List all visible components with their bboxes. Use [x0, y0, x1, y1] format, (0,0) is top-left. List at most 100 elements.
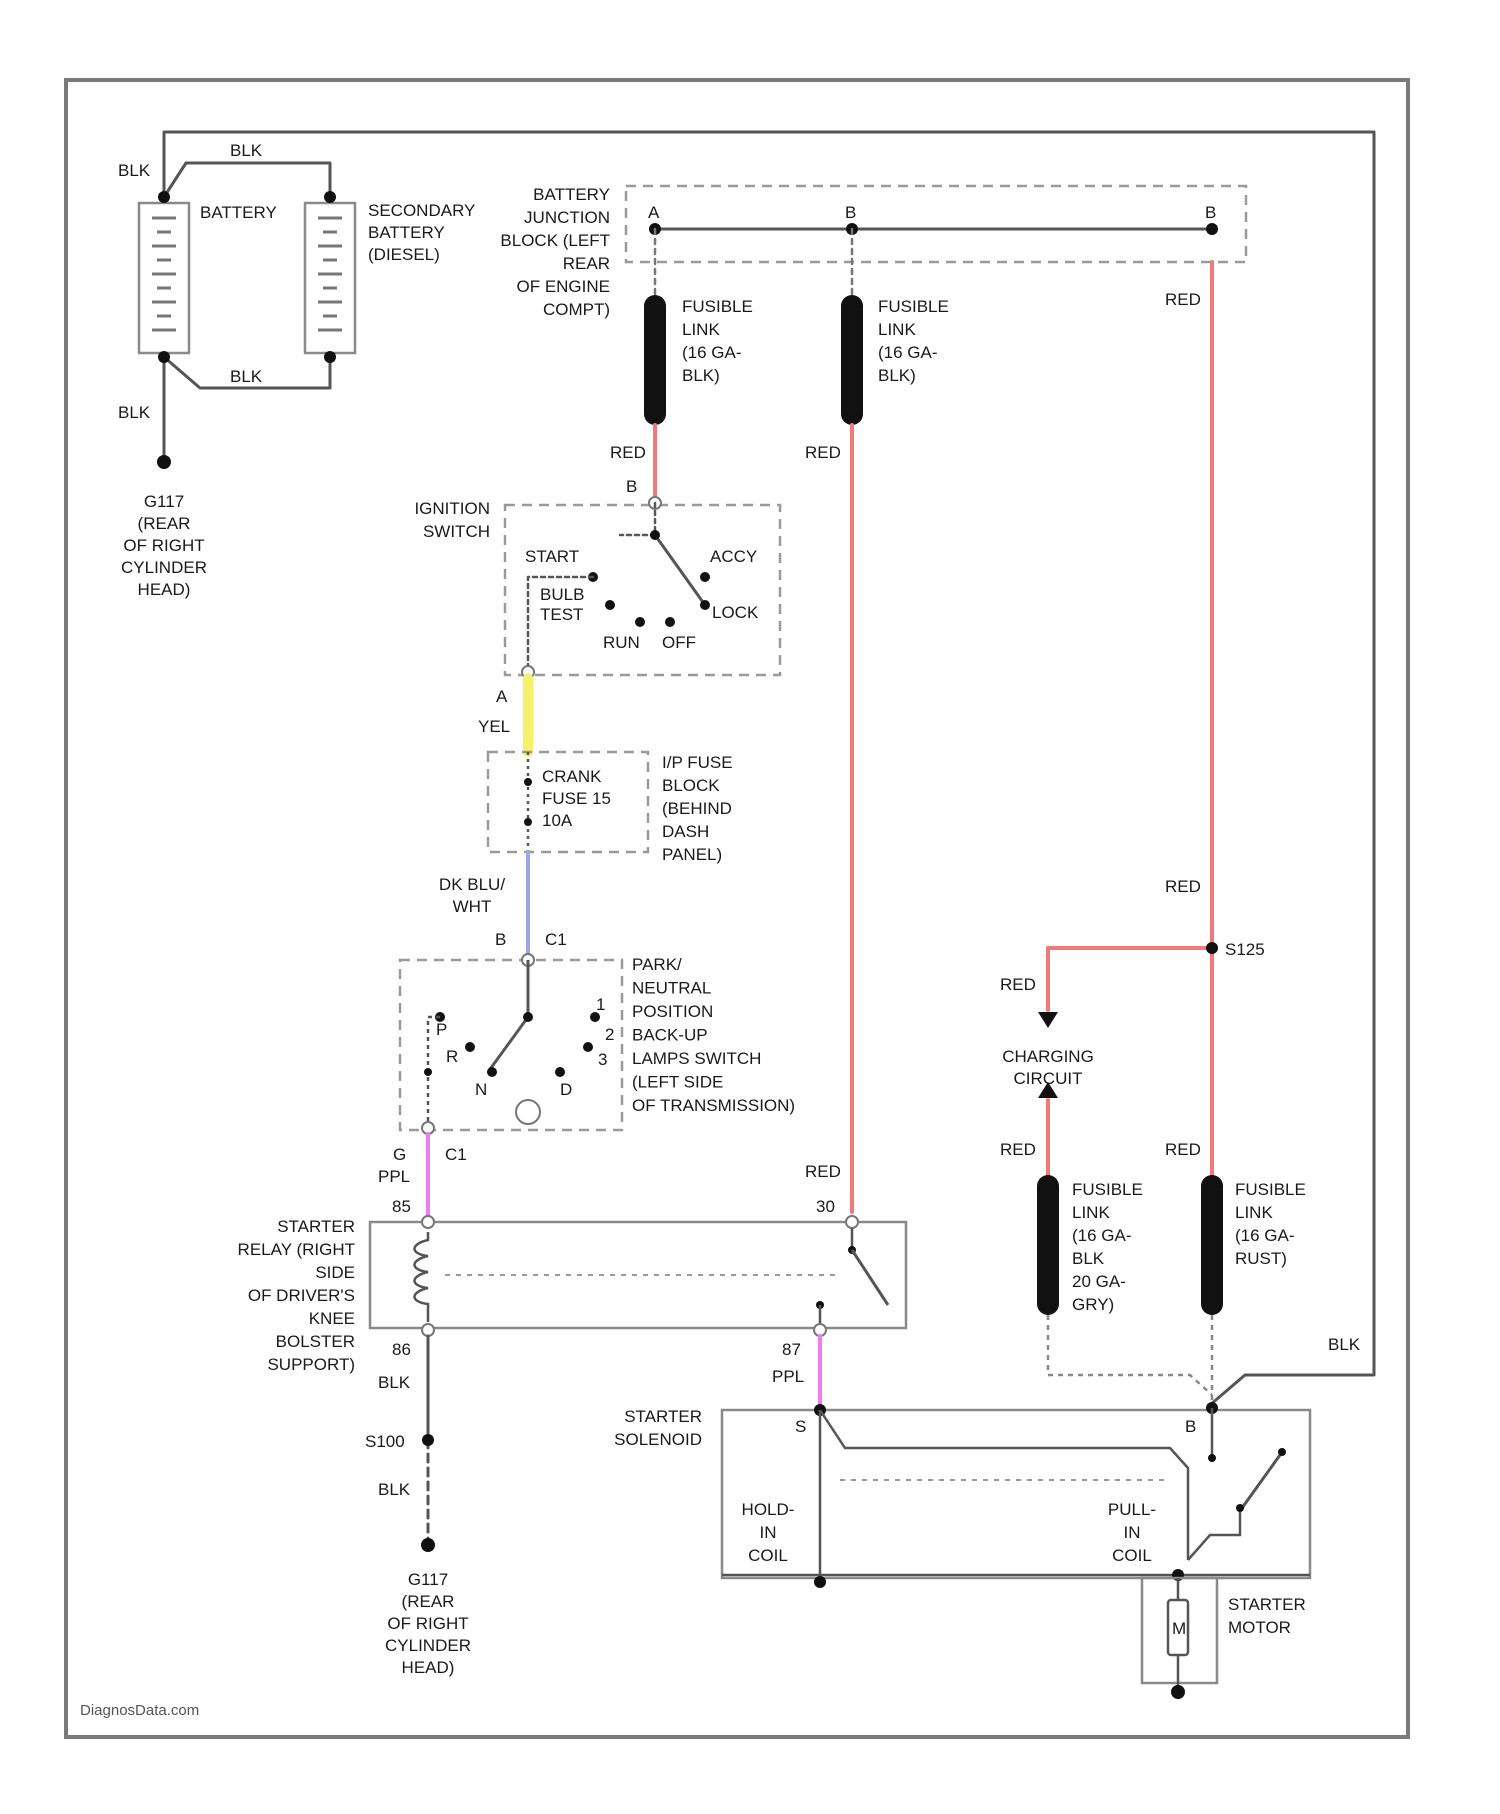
fusible-link-1 — [644, 295, 666, 425]
ppl-label-2: PPL — [772, 1367, 804, 1386]
pnp-1: 1 — [596, 995, 605, 1014]
sol-pin-b: B — [1185, 1417, 1196, 1436]
diagram-frame — [66, 80, 1408, 1737]
dk-blu-wht-label-line: DK BLU/ — [439, 875, 505, 894]
pnp-c1-top: C1 — [545, 930, 567, 949]
pull-in-coil-label-line: PULL- — [1108, 1500, 1156, 1519]
ground-g117-bot-label-line: G117 — [408, 1570, 448, 1589]
jb-pin-b: B — [845, 203, 856, 222]
battery-top-wire — [164, 132, 1374, 1405]
ign-off: OFF — [662, 633, 696, 652]
blk-s100-label: BLK — [378, 1480, 411, 1499]
ip-fuse-block-label-line: (BEHIND — [662, 799, 732, 818]
relay-coil — [415, 1232, 429, 1322]
motor-m: M — [1172, 1619, 1186, 1638]
fusible-link-3-label-line: FUSIBLE — [1072, 1180, 1143, 1199]
red-label-4: RED — [1165, 877, 1201, 896]
pull-in-coil-label-line: IN — [1124, 1523, 1141, 1542]
secondary-battery-label-line: BATTERY — [368, 223, 445, 242]
fusible-link-3-label-line: 20 GA- — [1072, 1272, 1126, 1291]
fusible-link-1-label-line: BLK) — [682, 366, 720, 385]
ground-g117-top-label-line: OF RIGHT — [123, 536, 204, 555]
starter-relay-label-line: KNEE — [309, 1309, 355, 1328]
ign-bulb-test-line: TEST — [540, 605, 583, 624]
starter-relay-label-line: STARTER — [277, 1217, 355, 1236]
red-label-2: RED — [805, 443, 841, 462]
red-label-3: RED — [1165, 290, 1201, 309]
ign-lock: LOCK — [712, 603, 759, 622]
jb-pin-a: A — [648, 203, 660, 222]
fusible-link-4-label-line: FUSIBLE — [1235, 1180, 1306, 1199]
fusible-link-3-label-line: GRY) — [1072, 1295, 1114, 1314]
fusible-link-2 — [841, 295, 863, 425]
ip-fuse-block-label-line: PANEL) — [662, 845, 722, 864]
pnp-switch-label-line: NEUTRAL — [632, 979, 711, 998]
pnp-pin-g: G — [393, 1145, 406, 1164]
ignition-switch-label-line: IGNITION — [414, 499, 490, 518]
s100-splice — [422, 1434, 434, 1446]
sol-pin-s: S — [795, 1417, 806, 1436]
pnp-c1-bot: C1 — [445, 1145, 467, 1164]
fusible-link-4-label-line: (16 GA- — [1235, 1226, 1295, 1245]
red-label-8: RED — [805, 1162, 841, 1181]
hold-in-coil-label-line: COIL — [748, 1546, 788, 1565]
red-label-5: RED — [1000, 975, 1036, 994]
starter-relay-group: 85 86 30 87 STARTERRELAY (RIGHTSIDEOF DR… — [238, 1197, 906, 1374]
s100-label: S100 — [365, 1432, 405, 1451]
junction-block-group: A B B BATTERYJUNCTIONBLOCK (LEFTREAROF E… — [500, 185, 1246, 319]
s125-splice — [1206, 942, 1218, 954]
pnp-switch-group: B C1 P R N D 3 2 1 PARK/NEUTRALPOSITIONB… — [393, 930, 795, 1164]
pnp-r: R — [446, 1047, 458, 1066]
ground-g117-top-label-line: CYLINDER — [121, 558, 207, 577]
starter-relay-label-line: RELAY (RIGHT — [238, 1240, 355, 1259]
pnp-pin-b: B — [495, 930, 506, 949]
ign-pin-b: B — [626, 477, 637, 496]
ground-g117-bot-label-line: OF RIGHT — [387, 1614, 468, 1633]
ip-fuse-block-label: I/P FUSEBLOCK(BEHINDDASHPANEL) — [662, 753, 733, 864]
ign-pin-a: A — [496, 687, 508, 706]
watermark: DiagnosData.com — [80, 1702, 199, 1719]
blk-relay-label: BLK — [378, 1373, 411, 1392]
charging-arrow-down — [1038, 1012, 1058, 1028]
battery-cells — [152, 218, 176, 330]
starter-solenoid-label-line: STARTER — [624, 1407, 702, 1426]
junction-block-label-line: JUNCTION — [524, 208, 610, 227]
jb-pin-c: B — [1205, 203, 1216, 222]
charging-circuit-label-line: CHARGING — [1002, 1047, 1094, 1066]
pnp-switch-label-line: LAMPS SWITCH — [632, 1049, 761, 1068]
fusible-link-1-label-line: FUSIBLE — [682, 297, 753, 316]
battery-bridge-top-wire — [164, 163, 330, 197]
ground-g117-top-label-line: G117 — [144, 492, 184, 511]
crank-fuse-label-line: FUSE 15 — [542, 789, 611, 808]
fusible-link-3-label-line: BLK — [1072, 1249, 1105, 1268]
crank-fuse-label-line: 10A — [542, 811, 573, 830]
ignition-switch-label-line: SWITCH — [423, 522, 490, 541]
relay-ground-terminal — [421, 1538, 435, 1552]
pnp-switch-label-line: (LEFT SIDE — [632, 1073, 723, 1092]
secondary-battery-label: SECONDARYBATTERY(DIESEL) — [368, 201, 475, 264]
ground-g117-top-label-line: (REAR — [138, 514, 191, 533]
starter-solenoid-box — [722, 1410, 1310, 1578]
fusible-link-4 — [1201, 1175, 1223, 1315]
relay-86: 86 — [392, 1340, 411, 1359]
junction-block-label-line: BATTERY — [533, 185, 610, 204]
pnp-p: P — [436, 1020, 447, 1039]
ground-g117-bot-label-line: HEAD) — [402, 1658, 455, 1677]
relay-30: 30 — [816, 1197, 835, 1216]
junction-block-label-line: REAR — [563, 254, 610, 273]
s125-label: S125 — [1225, 940, 1265, 959]
secondary-battery-label-line: (DIESEL) — [368, 245, 440, 264]
starter-solenoid-label: STARTERSOLENOID — [614, 1407, 702, 1449]
ign-run: RUN — [603, 633, 640, 652]
junction-block-label-line: COMPT) — [543, 300, 610, 319]
pnp-d: D — [560, 1080, 572, 1099]
